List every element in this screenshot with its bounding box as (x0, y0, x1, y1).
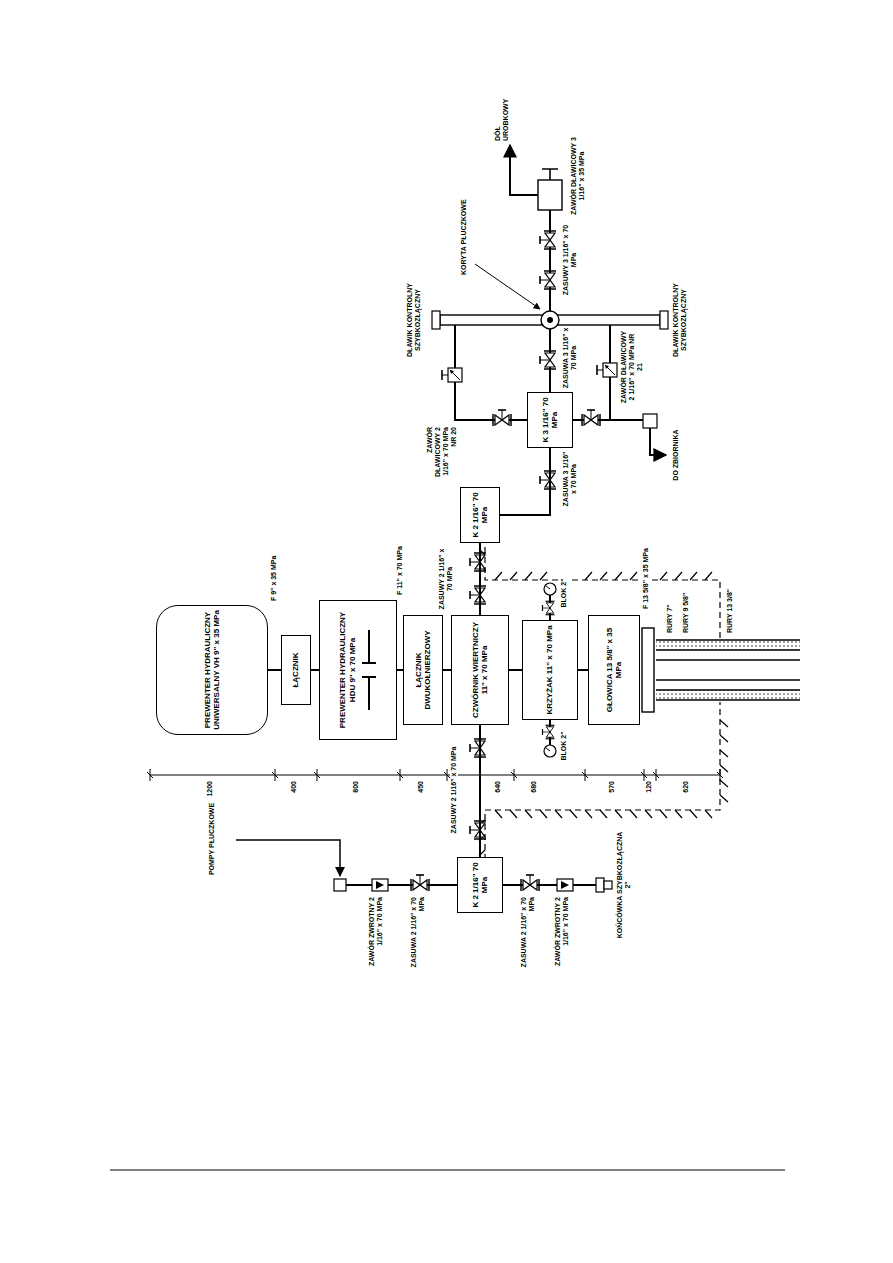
choke-label: ZAWÓR DŁAWICOWY 2 1/16" x 70 MPa NR 20 (426, 426, 458, 484)
flange-label: F 13 5/8" x 35 MPa (642, 538, 650, 610)
dimension-value: 680 (530, 780, 538, 808)
fitting-label: KOŃCÓWKA SZYBKOZŁĄCZNA 2" (616, 830, 632, 940)
annular-preventer: PREWENTER HYDRAULICZNY UNIWERSALNY VH 9"… (156, 605, 268, 735)
choke-manifold (432, 145, 668, 489)
pipe-line (500, 448, 550, 515)
flow-label: KORYTA PŁUCZKOWE (460, 176, 468, 276)
pipe-line (479, 543, 481, 615)
valve-label: ZASUWA 2 1/16" x 70 MPa (520, 896, 536, 972)
valve-label: ZASUWY 2 1/16" x 70 MPa (450, 728, 458, 852)
cross-block: KRZYŻAK 11" x 70 MPa (522, 620, 578, 720)
casing-label: RURY 7" (666, 582, 674, 634)
node-text: PREWENTER HYDRAULICZNY HDU 9" x 70 MPa (338, 605, 356, 735)
valve-label: ZASUWA 3 1/16" x 70 MPa (562, 326, 578, 390)
dimension-value: 450 (417, 780, 425, 808)
flow-label: DÓŁ UROBKOWY (494, 94, 510, 142)
valve-label: ZASUWA 3 1/16" x 70 MPa (562, 448, 578, 510)
dimension-line (147, 769, 723, 781)
choke-label: ZAWÓR DŁAWICOWY 3 1/16" x 35 MPa (570, 134, 586, 218)
block-label: BLOK 2" (560, 724, 568, 768)
flange-label: F 11" x 70 MPa (396, 526, 404, 596)
valve-label: ZAWÓR ZWROTNY 2 1/16" x 70 MPa (368, 896, 384, 972)
node-text: K 2 1/16" 70 MPa (471, 492, 489, 538)
casing-label: RURY 13 3/8" (726, 578, 734, 634)
node-text: CZWÓRNIK WIERTNICZY 11" x 70 MPa (471, 620, 489, 720)
fitting-label: DŁAWIK KONTROLNY SZYBKOZŁĄCZNY (672, 280, 688, 360)
fitting-label: DŁAWIK KONTROLNY SZYBKOZŁĄCZNY (406, 280, 422, 360)
node-text: KRZYŻAK 11" x 70 MPa (545, 625, 554, 714)
kill-manifold (236, 739, 612, 892)
dimension-value: 570 (608, 780, 616, 808)
pipe-line (578, 669, 588, 671)
pipe-line (479, 725, 481, 857)
flow-label: POMPY PŁUCZKOWE (208, 798, 216, 880)
drawing-area: PREWENTER HYDRAULICZNY UNIWERSALNY VH 9"… (110, 90, 800, 980)
footer-rule (110, 1170, 785, 1171)
dimension-value: 400 (290, 780, 298, 808)
valve-label: ZAWÓR ZWROTNY 2 1/16" x 70 MPa (554, 896, 570, 972)
pipe-line (443, 669, 451, 671)
drilling-spool: CZWÓRNIK WIERTNICZY 11" x 70 MPa (451, 615, 509, 725)
flow-label: DO ZBIORNIKA (672, 408, 680, 502)
node-text: K 3 1/16" 70 MPa (541, 397, 559, 443)
wellhead: GŁOWICA 13 5/8" x 35 MPa (588, 615, 640, 725)
valve-label: ZASUWY 2 1/16" x 70 MPa (438, 546, 454, 612)
dimension-value: 640 (494, 780, 502, 808)
spool: ŁĄCZNIK DWUKOŁNIERZOWY (403, 615, 443, 725)
casing-label: RURY 9 5/8" (682, 582, 690, 634)
ram-preventer: PREWENTER HYDRAULICZNY HDU 9" x 70 MPa (319, 600, 397, 740)
choke-cross: K 3 1/16" 70 MPa (527, 392, 573, 448)
kill-cross: K 2 1/16" 70 MPa (457, 857, 503, 913)
spool: ŁĄCZNIK (281, 635, 311, 705)
valve-label: ZASUWA 2 1/16" x 70 MPa (410, 896, 426, 972)
node-text: ŁĄCZNIK DWUKOŁNIERZOWY (414, 620, 432, 720)
choke-label: ZAWÓR DŁAWICOWY 2 1/16" x 70 MPa NR 21 (620, 328, 644, 406)
choke-block: K 2 1/16" 70 MPa (460, 487, 500, 543)
cellar-outline (479, 545, 728, 860)
ram-symbol (360, 625, 378, 715)
dimension-value: 120 (645, 780, 653, 808)
pipe-line (311, 669, 319, 671)
casing-strings (642, 628, 800, 712)
node-text: PREWENTER HYDRAULICZNY UNIWERSALNY VH 9"… (203, 610, 221, 730)
block-label: BLOK 2" (560, 570, 568, 616)
node-text: GŁOWICA 13 5/8" x 35 MPa (605, 620, 623, 720)
pipe-line (509, 669, 522, 671)
valve-label: ZASUWY 3 1/16" x 70 MPa (562, 220, 578, 300)
node-text: K 2 1/16" 70 MPa (471, 862, 489, 908)
pipe-line (268, 669, 281, 671)
dimension-value: 620 (682, 780, 690, 808)
flange-label: F 9" x 35 MPa (270, 532, 278, 602)
dimension-value: 800 (352, 780, 360, 808)
node-text: ŁĄCZNIK (291, 652, 300, 687)
